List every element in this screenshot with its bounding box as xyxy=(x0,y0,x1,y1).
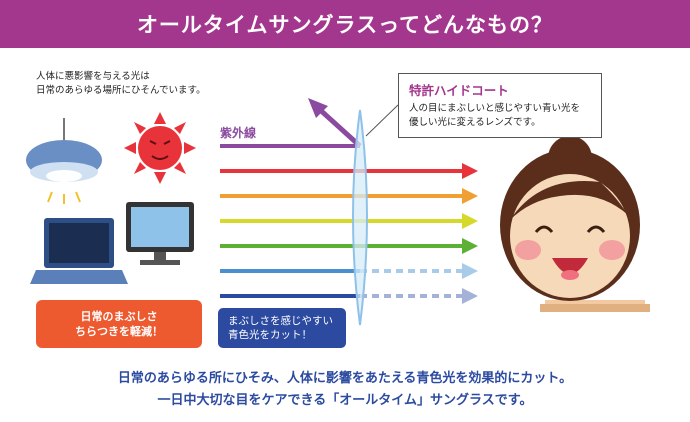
laptop-icon xyxy=(30,218,128,284)
glare-reduction-badge: 日常のまぶしさ ちらつきを軽減！ xyxy=(36,300,202,348)
patent-coat-title: 特許ハイドコート xyxy=(409,83,509,98)
ceiling-lamp-icon xyxy=(26,118,102,204)
uv-reflection-arrowhead xyxy=(308,98,328,118)
intro-line-1: 人体に悪影響を与える光は xyxy=(36,71,150,82)
light-rays xyxy=(220,98,478,304)
intro-text: 人体に悪影響を与える光は 日常のあらゆる場所にひそんでいます。 xyxy=(36,70,236,98)
tooltip-connector xyxy=(365,104,399,137)
footer-line-2: 一日中大切な目をケアできる「オールタイム」サングラスです。 xyxy=(157,393,533,408)
glare-line-1: 日常のまぶしさ xyxy=(80,310,158,323)
ray-navy-arrowhead xyxy=(462,288,478,304)
footer-line-1: 日常のあらゆる所にひそみ、人体に影響をあたえる青色光を効果的にカット。 xyxy=(117,371,573,386)
blue-light-cut-badge: まぶしさを感じやすい 青色光をカット！ xyxy=(218,308,346,348)
ray-red-arrowhead xyxy=(462,163,478,179)
lens-icon xyxy=(352,109,368,326)
monitor-icon xyxy=(126,202,194,265)
blue-line-1: まぶしさを感じやすい xyxy=(228,315,333,327)
uv-label: 紫外線 xyxy=(220,126,257,140)
ray-orange-arrowhead xyxy=(462,188,478,204)
intro-line-2: 日常のあらゆる場所にひそんでいます。 xyxy=(36,85,206,96)
ray-green-arrowhead xyxy=(462,238,478,254)
uv-reflection xyxy=(316,106,362,148)
woman-face-icon xyxy=(500,136,650,312)
patent-coat-line-1: 人の目にまぶしいと感じやすい青い光を xyxy=(409,103,581,114)
page-title: オールタイムサングラスってどんなもの？ xyxy=(136,13,554,37)
glare-line-2: ちらつきを軽減！ xyxy=(75,325,163,338)
ray-yellow-arrowhead xyxy=(462,213,478,229)
patent-coat-description: 人の目にまぶしいと感じやすい青い光を 優しい光に変えるレンズです。 xyxy=(409,102,591,130)
blue-line-2: 青色光をカット！ xyxy=(228,329,312,341)
page-title-banner: オールタイムサングラスってどんなもの？ xyxy=(0,0,690,48)
patent-coat-callout: 特許ハイドコート 人の目にまぶしいと感じやすい青い光を 優しい光に変えるレンズで… xyxy=(398,73,602,138)
sun-icon xyxy=(124,112,196,184)
patent-coat-line-2: 優しい光に変えるレンズです。 xyxy=(409,117,541,128)
ray-light-blue-arrowhead xyxy=(462,263,478,279)
footer-description: 日常のあらゆる所にひそみ、人体に影響をあたえる青色光を効果的にカット。 一日中大… xyxy=(0,368,690,412)
